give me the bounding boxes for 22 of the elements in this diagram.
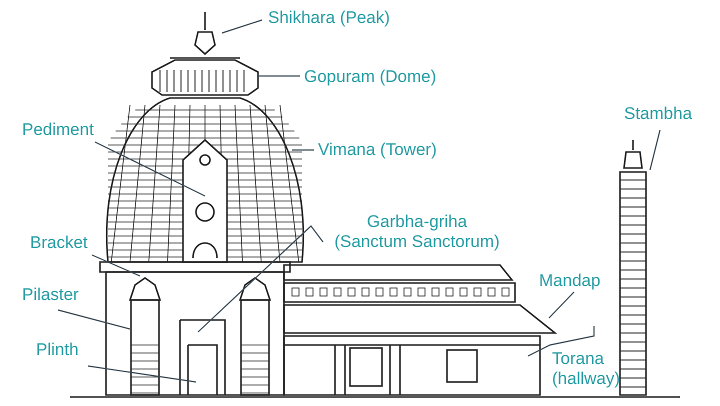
part-label: Pilaster: [22, 285, 79, 305]
leader-line: [548, 292, 574, 318]
part-label: Torana (hallway): [552, 349, 632, 389]
leader-line: [92, 254, 140, 277]
part-label: Gopuram (Dome): [304, 67, 436, 87]
part-label: Vimana (Tower): [318, 140, 437, 160]
leader-line: [292, 149, 314, 151]
leader-line: [198, 225, 324, 332]
part-label: Stambha: [624, 104, 692, 124]
leader-line: [649, 130, 661, 170]
part-label: Plinth: [36, 340, 79, 360]
part-label: Garbha-griha (Sanctum Sanctorum): [330, 212, 504, 252]
leader-line: [58, 309, 130, 330]
leader-line: [88, 365, 196, 383]
leader-line: [222, 19, 262, 34]
part-label: Bracket: [30, 233, 88, 253]
leader-line: [94, 141, 206, 197]
part-label: Pediment: [22, 120, 94, 140]
leader-line: [528, 326, 595, 357]
part-label: Mandap: [539, 271, 600, 291]
part-label: Shikhara (Peak): [268, 8, 390, 28]
leader-line: [258, 75, 300, 77]
